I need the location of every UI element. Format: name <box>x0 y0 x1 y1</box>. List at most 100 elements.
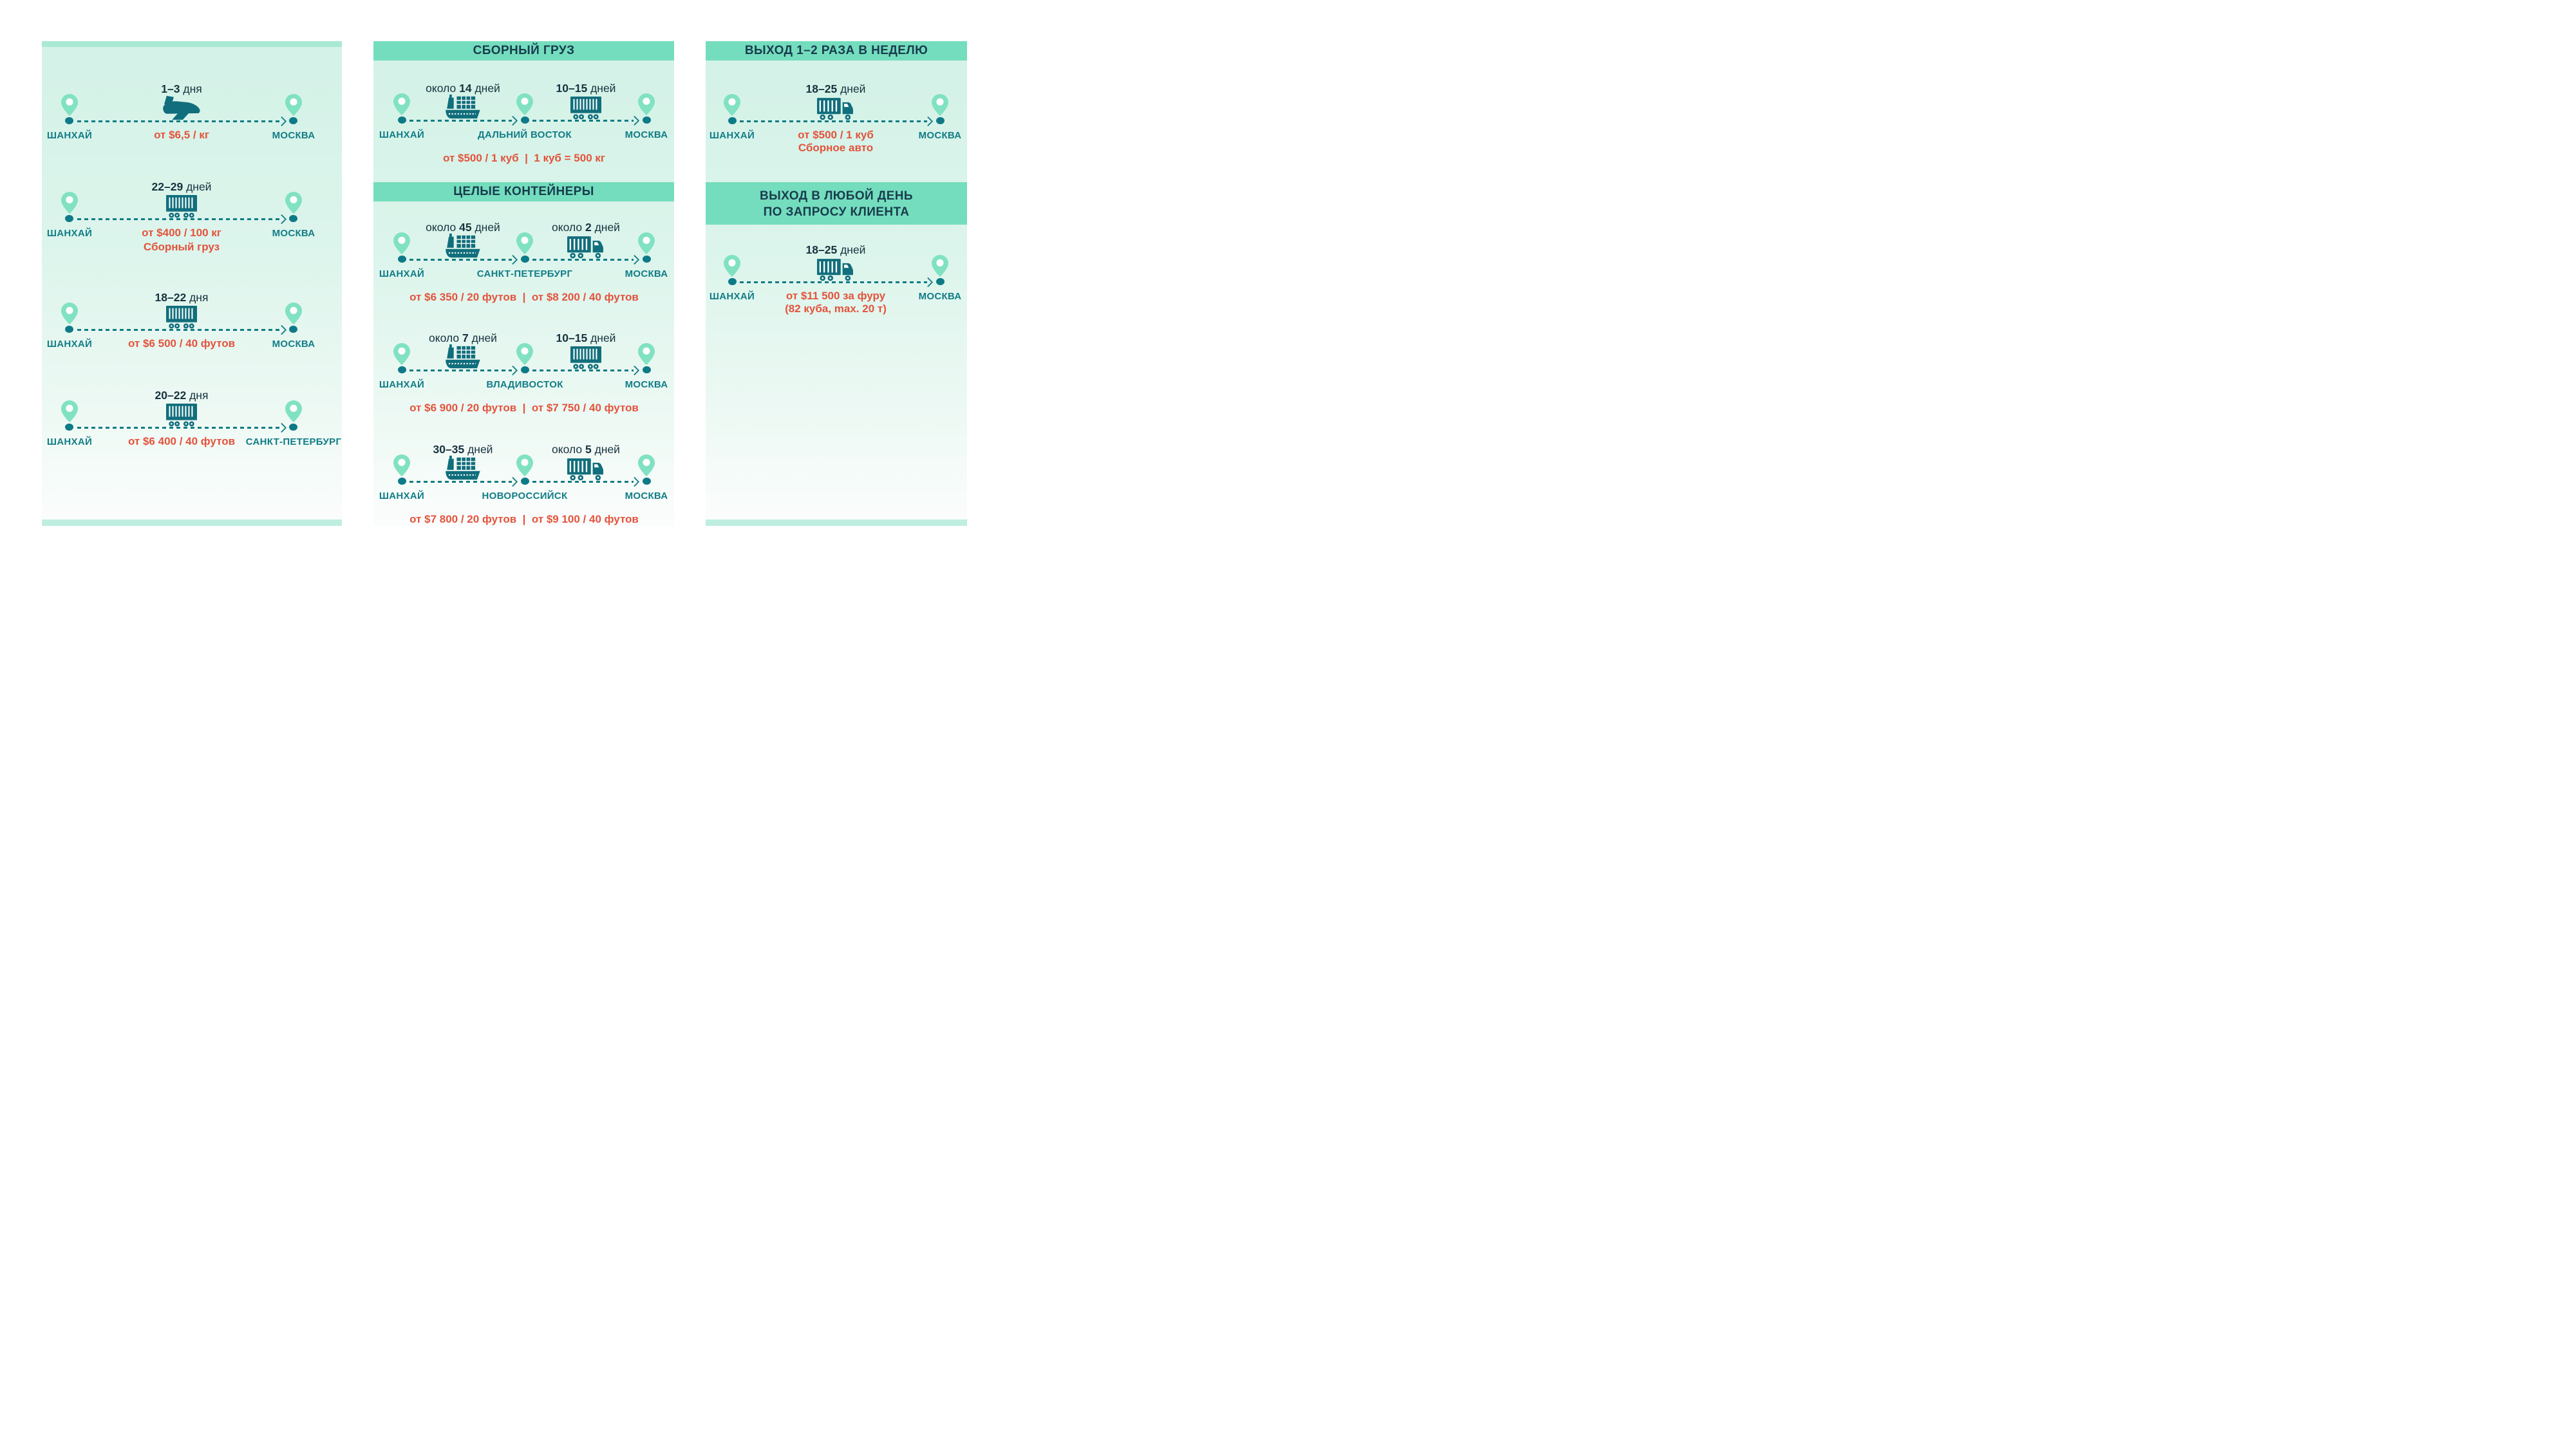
arrowhead-icon <box>276 214 287 225</box>
card-sea-routes: СБОРНЫЙ ГРУЗ ЦЕЛЫЕ КОНТЕЙНЕРЫ около 14 д… <box>373 41 674 526</box>
map-pin-icon <box>638 93 655 115</box>
railcar-icon <box>570 97 601 120</box>
map-pin-icon <box>61 94 78 116</box>
map-pin-icon <box>516 454 533 476</box>
route-dashed-line <box>532 481 634 483</box>
card-top-bar <box>42 41 342 47</box>
city-label-to: МОСКВА <box>918 130 962 141</box>
map-pin-icon <box>516 343 533 365</box>
duration-label: 22–29 дней <box>151 180 212 193</box>
city-label-via: ДАЛЬНИЙ ВОСТОК <box>478 129 572 140</box>
price-label: от $6,5 / кг <box>154 129 209 141</box>
map-pin-icon <box>638 454 655 476</box>
route-dashed-line <box>409 481 512 483</box>
ship-icon <box>444 93 482 120</box>
route-dot <box>289 215 297 222</box>
route-dashed-line <box>77 218 281 220</box>
route-dot <box>65 215 73 222</box>
map-pin-icon <box>285 192 302 214</box>
route-dot <box>521 478 529 485</box>
truck-icon <box>817 97 854 122</box>
map-pin-icon <box>516 232 533 254</box>
railcar-icon <box>166 195 197 219</box>
route-dot <box>936 278 945 285</box>
route-row: 20–22 дня ШАНХАЙ САНКТ-ПЕТЕРБУРГ от $6 4… <box>42 389 342 474</box>
price-label: от $6 500 / 40 футов <box>127 337 236 350</box>
duration-label: около 2 дней <box>552 221 620 234</box>
route-dot <box>289 117 297 124</box>
section-header-weekly: ВЫХОД 1–2 РАЗА В НЕДЕЛЮ <box>706 41 967 61</box>
route-dot <box>65 117 73 124</box>
route-dot <box>521 256 529 263</box>
map-pin-icon <box>932 94 948 116</box>
map-pin-icon <box>932 255 948 277</box>
duration-label: около 7 дней <box>429 332 497 344</box>
route-dashed-line <box>740 120 927 122</box>
map-pin-icon <box>724 94 740 116</box>
route-dot <box>398 256 406 263</box>
route-dashed-line <box>532 259 634 261</box>
arrowhead-icon <box>923 277 934 288</box>
card-body <box>42 47 342 519</box>
arrowhead-icon <box>507 476 518 487</box>
route-row: 1–3 дня ШАНХАЙ МОСКВА от $6,5 / кг <box>42 82 342 167</box>
price-label: от $11 500 за фуру <box>785 290 886 302</box>
map-pin-icon <box>724 255 740 277</box>
card-auto-routes: ВЫХОД 1–2 РАЗА В НЕДЕЛЮ ВЫХОД В ЛЮБОЙ ДЕ… <box>706 41 967 526</box>
map-pin-icon <box>638 232 655 254</box>
arrowhead-icon <box>276 116 287 127</box>
route-row: около 14 дней 10–15 дней ШАНХАЙ ДАЛЬНИЙ … <box>373 82 674 167</box>
arrowhead-icon <box>629 115 640 126</box>
route-dot <box>65 326 73 333</box>
price-label: от $7 800 / 20 футов | от $9 100 / 40 фу… <box>409 513 639 525</box>
header-line: ПО ЗАПРОСУ КЛИЕНТА <box>763 205 910 219</box>
map-pin-icon <box>61 303 78 324</box>
route-dashed-line <box>77 329 281 331</box>
city-label-to: САНКТ-ПЕТЕРБУРГ <box>245 436 342 447</box>
route-dashed-line <box>532 120 634 122</box>
route-row: около 45 дней около 2 дней ШАНХАЙ САНКТ-… <box>373 221 674 306</box>
railcar-icon <box>166 306 197 330</box>
city-label-from: ШАНХАЙ <box>709 130 755 141</box>
arrowhead-icon <box>629 476 640 487</box>
map-pin-icon <box>393 343 410 365</box>
duration-label: 18–22 дня <box>155 291 209 304</box>
city-label-to: МОСКВА <box>625 491 668 501</box>
route-dot <box>643 478 651 485</box>
route-dot <box>643 117 651 124</box>
route-dot <box>398 366 406 373</box>
route-dot <box>728 117 737 124</box>
route-dashed-line <box>409 369 512 371</box>
route-dot <box>289 326 297 333</box>
map-pin-icon <box>61 400 78 422</box>
city-label-to: МОСКВА <box>625 379 668 390</box>
city-label-from: ШАНХАЙ <box>379 379 425 390</box>
route-dot <box>398 478 406 485</box>
map-pin-icon <box>393 93 410 115</box>
infographic-stage: 1–3 дня ШАНХАЙ МОСКВА от $6,5 / кг 22–29… <box>0 0 1010 568</box>
city-label-from: ШАНХАЙ <box>379 491 425 501</box>
map-pin-icon <box>61 192 78 214</box>
plane-icon <box>162 95 201 120</box>
map-pin-icon <box>285 400 302 422</box>
route-dot <box>521 366 529 373</box>
route-row: 22–29 дней ШАНХАЙ МОСКВА от $400 / 100 к… <box>42 180 342 265</box>
price-label: от $400 / 100 кг <box>142 227 221 239</box>
ship-icon <box>444 232 482 259</box>
truck-icon <box>817 257 854 283</box>
route-dashed-line <box>740 281 927 283</box>
truck-icon <box>567 235 605 260</box>
route-dot <box>65 424 73 431</box>
map-pin-icon <box>393 454 410 476</box>
arrowhead-icon <box>276 324 287 335</box>
route-row: около 7 дней 10–15 дней ШАНХАЙ ВЛАДИВОСТ… <box>373 332 674 416</box>
card-bottom-bar <box>706 519 967 526</box>
city-label-via: САНКТ-ПЕТЕРБУРГ <box>476 268 573 279</box>
duration-label: около 5 дней <box>552 443 620 456</box>
arrowhead-icon <box>507 254 518 265</box>
card-bottom-bar <box>42 519 342 526</box>
price-note: Сборное авто <box>798 142 874 154</box>
map-pin-icon <box>393 232 410 254</box>
section-header-groupage: СБОРНЫЙ ГРУЗ <box>373 41 674 61</box>
